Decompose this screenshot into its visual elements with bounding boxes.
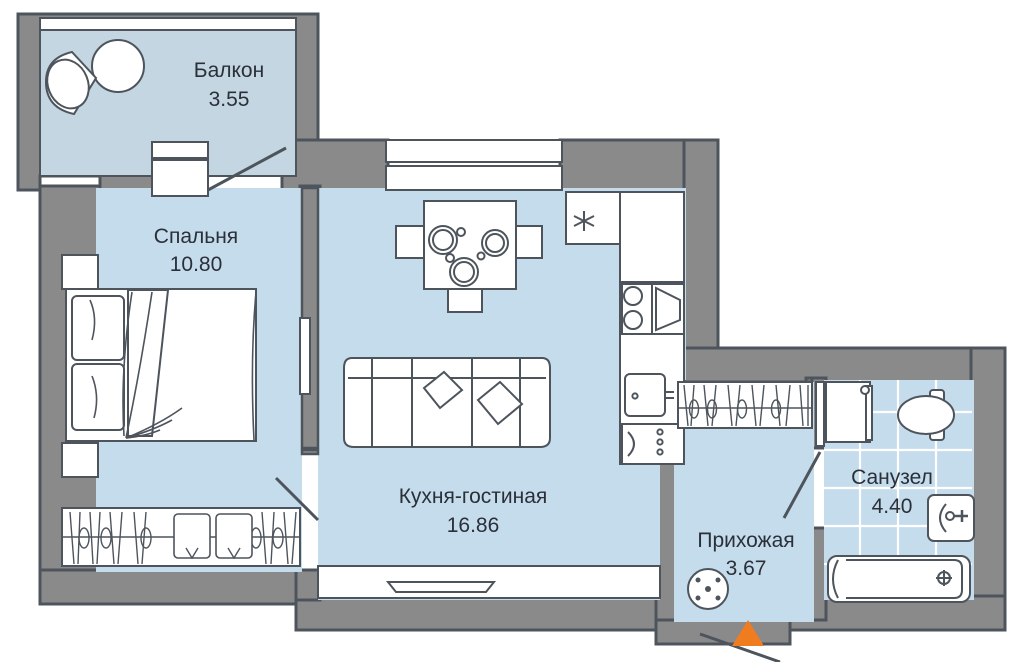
balcony-furniture xyxy=(44,39,145,116)
pillow-top-icon xyxy=(71,295,125,361)
door-bedroom-swing xyxy=(274,476,320,522)
bathtub-icon xyxy=(827,555,971,603)
doors xyxy=(207,146,822,662)
window-living-top-b xyxy=(385,165,563,191)
kitchen-upper-cabinet xyxy=(565,191,623,245)
pillow-bottom-icon xyxy=(71,363,125,431)
window-living-bottom xyxy=(317,565,661,599)
balcony-armchair-seat-icon xyxy=(46,58,90,110)
washing-machine-icon xyxy=(621,423,685,465)
laundry-box-a-icon xyxy=(173,513,211,559)
bed-fold-lines xyxy=(89,291,257,441)
room-area-kitchen-living: 16.86 xyxy=(447,514,500,537)
room-area-balcony: 3.55 xyxy=(209,88,250,111)
ceiling-light-icon xyxy=(687,568,729,610)
window-balcony-door-leaf xyxy=(151,159,209,197)
extractor-hood-icon xyxy=(573,211,595,231)
room-label-hallway: Прихожая xyxy=(697,529,794,552)
room-area-bathroom: 4.40 xyxy=(872,495,913,518)
nightstand-bottom-icon xyxy=(61,442,99,478)
dining-table-icon xyxy=(423,200,517,290)
dining-set xyxy=(395,200,543,313)
window-sill xyxy=(385,581,497,593)
door-balcony-swing xyxy=(207,146,287,192)
door-leaf-bathroom xyxy=(815,381,825,447)
toilet-bowl-icon xyxy=(897,395,955,435)
entrance-marker-icon xyxy=(732,620,764,646)
shoe-cabinet-knob-icon xyxy=(860,385,870,395)
door-bathroom-swing xyxy=(782,451,822,519)
hallway-wardrobe xyxy=(677,381,813,429)
door-leaf-bedroom xyxy=(299,317,311,395)
door-entrance-swing xyxy=(699,632,781,662)
sofa-cushions xyxy=(422,370,524,426)
wardrobe-bedroom xyxy=(61,507,301,567)
nightstand-top-icon xyxy=(61,254,99,290)
room-label-kitchen-living: Кухня-гостиная xyxy=(399,485,548,508)
room-label-bathroom: Санузел xyxy=(851,466,933,489)
window-balcony-top xyxy=(39,17,297,31)
laundry-box-b-icon xyxy=(215,513,253,559)
room-labels: Балкон 3.55 Спальня 10.80 Кухня-гостиная… xyxy=(154,59,933,580)
room-label-balcony: Балкон xyxy=(194,59,264,82)
windows xyxy=(39,17,661,599)
window-balcony-door xyxy=(151,141,209,159)
kitchen-tall-unit xyxy=(619,191,685,283)
bathroom-fixtures xyxy=(827,389,975,603)
room-area-hallway: 3.67 xyxy=(726,557,767,580)
tableware-icons xyxy=(428,225,509,287)
hanging-clothes-icon xyxy=(69,511,297,565)
room-floor-hallway xyxy=(674,382,814,622)
shoe-cabinet-rail-icon xyxy=(865,385,873,441)
balcony-round-table-icon xyxy=(91,39,145,93)
room-area-bedroom: 10.80 xyxy=(170,253,223,276)
bedroom-furniture xyxy=(61,254,257,478)
kitchen-units xyxy=(565,191,685,465)
duvet-icon xyxy=(127,289,170,437)
window-living-top-a xyxy=(385,139,563,163)
hanging-clothes-hallway-icon xyxy=(683,384,809,427)
room-label-bedroom: Спальня xyxy=(154,225,238,248)
kitchen-sink-icon xyxy=(624,373,666,417)
